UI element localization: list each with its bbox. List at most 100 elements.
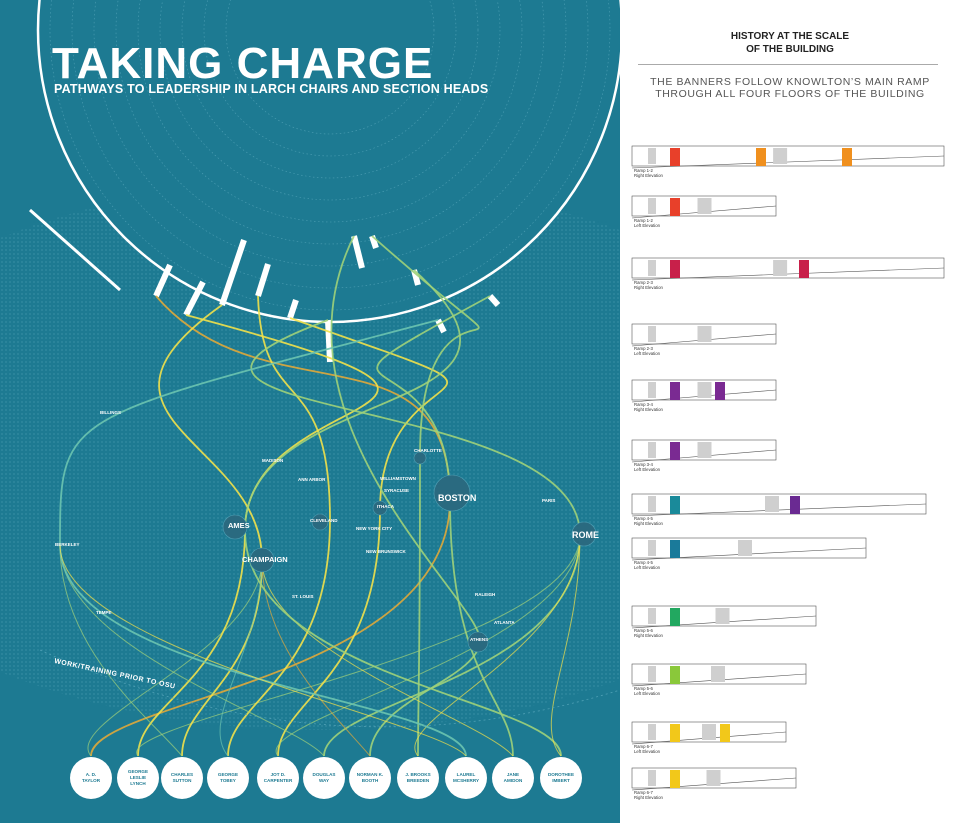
person-node: NORMAN K. BOOTH <box>349 757 391 799</box>
city-label: ROME <box>572 530 599 540</box>
pathway-line <box>330 235 481 757</box>
pathway-line <box>59 544 467 757</box>
ramp-label: Ramp 2-3 Left Elevation <box>634 346 661 356</box>
city-label: NEW YORK CITY <box>356 526 393 531</box>
tenure-bar <box>487 294 501 307</box>
infographic-poster: TAKING CHARGE PATHWAYS TO LEADERSHIP IN … <box>0 0 620 823</box>
pathways-diagram <box>0 0 620 757</box>
city-label: AMES <box>228 521 250 530</box>
city-label: CHAMPAIGN <box>242 555 288 564</box>
city-label: ATLANTA <box>494 620 515 625</box>
city-hub <box>372 500 388 516</box>
city-hub <box>433 474 471 512</box>
city-label: SYRACUSE <box>384 488 410 493</box>
prior-work-arc <box>39 649 620 728</box>
city-label: TEMPE <box>96 610 112 615</box>
city-label: BILLINGS <box>100 410 121 415</box>
year-ring <box>93 0 567 267</box>
pathway-line <box>136 534 581 757</box>
ramp-label: Ramp 3-4 Left Elevation <box>634 462 661 472</box>
city-label: BERKELEY <box>55 542 80 547</box>
timeline-arc-bg <box>40 0 620 320</box>
pathway-line <box>227 295 331 757</box>
ramp-elevation <box>631 257 945 281</box>
poster-title: TAKING CHARGE <box>52 39 434 88</box>
city-hub <box>311 513 329 531</box>
city-label: RALEIGH <box>475 592 496 597</box>
ramp-elevation <box>631 605 817 629</box>
city-label: NEW BRUNSWICK <box>366 549 406 554</box>
city-label: WILLIAMSTOWN <box>380 476 416 481</box>
pathway-line <box>87 559 263 757</box>
person-node: DOUGLAS WAY <box>303 757 345 799</box>
pathway-line <box>59 544 183 757</box>
tenure-bar <box>287 299 299 319</box>
city-label: ST. LOUIS <box>292 594 314 599</box>
tenure-bar <box>369 235 379 249</box>
person-node: J. BROOKS BREEDEN <box>397 757 439 799</box>
year-ring <box>225 0 435 135</box>
year-ring <box>159 0 501 201</box>
ramp-label: Ramp 1-2 Right Elevation <box>634 168 663 178</box>
city-hub <box>571 521 597 547</box>
city-label: CLEVELAND <box>310 518 338 523</box>
panel-subtitle: THE BANNERS FOLLOW KNOWLTON’S MAIN RAMP … <box>650 76 930 100</box>
person-node: CHARLES SUTTON <box>161 757 203 799</box>
pathway-line <box>59 544 325 757</box>
panel-title: HISTORY AT THE SCALE OF THE BUILDING <box>730 31 850 55</box>
city-label: ATHENS <box>470 637 489 642</box>
person-node: A. D. TAYLOR <box>70 757 112 799</box>
ramp-elevation <box>631 195 777 219</box>
ramp-elevation <box>631 145 945 169</box>
ramp-panel: HISTORY AT THE SCALE OF THE BUILDING THE… <box>620 0 960 823</box>
pathway-line <box>219 559 263 757</box>
year-ring <box>137 0 523 223</box>
pathway-line <box>250 319 581 757</box>
ramp-label: Ramp 5-6 Left Elevation <box>634 686 661 696</box>
year-ring <box>71 0 589 289</box>
ramp-label: Ramp 4-5 Right Elevation <box>634 516 663 526</box>
dotted-region <box>0 180 620 730</box>
ramp-elevation <box>631 663 807 687</box>
year-ring <box>115 0 545 245</box>
year-ring <box>181 0 479 179</box>
person-node: JOT D. CARPENTER <box>257 757 299 799</box>
pathway-line <box>158 304 263 757</box>
ramp-elevation <box>631 537 867 561</box>
ramp-elevation <box>631 379 777 403</box>
pathway-line <box>550 534 581 757</box>
ramp-label: Ramp 6-7 Right Elevation <box>634 790 663 800</box>
city-label: ANN ARBOR <box>298 477 326 482</box>
city-label: MADISON <box>262 458 284 463</box>
ramp-elevation <box>631 767 797 791</box>
ramp-label: Ramp 5-6 Right Elevation <box>634 628 663 638</box>
ramp-label: Ramp 4-5 Left Elevation <box>634 560 661 570</box>
pathway-line <box>244 269 562 757</box>
pathway-line <box>261 559 514 757</box>
year-ring <box>203 0 457 157</box>
ramp-elevation <box>631 323 777 347</box>
ramp-elevation <box>631 439 777 463</box>
city-label: BOSTON <box>438 493 477 503</box>
tenure-bar <box>255 263 271 297</box>
pathway-line <box>376 295 514 757</box>
tenure-bar <box>183 280 206 317</box>
city-hub <box>249 547 275 573</box>
ramp-label: Ramp 3-4 Right Elevation <box>634 402 663 412</box>
ramp-label: Ramp 6-7 Left Elevation <box>634 744 661 754</box>
city-hub <box>467 631 489 653</box>
person-node: DOROTHEE IMBERT <box>540 757 582 799</box>
city-label: PARIS <box>542 498 556 503</box>
pathway-line <box>414 534 581 757</box>
pathway-line <box>261 559 371 757</box>
pathway-line <box>275 534 581 757</box>
tenure-bar <box>351 235 365 269</box>
poster-subtitle: PATHWAYS TO LEADERSHIP IN LARCH CHAIRS A… <box>54 82 489 96</box>
tenure-bar <box>219 239 247 306</box>
ramp-elevation <box>631 721 787 745</box>
city-hub <box>222 514 248 540</box>
ramp-label: Ramp 2-3 Right Elevation <box>634 280 663 290</box>
city-hub <box>413 451 427 465</box>
panel-divider <box>638 64 938 65</box>
person-node: GEORGE LESLIE LYNCH <box>117 757 159 799</box>
